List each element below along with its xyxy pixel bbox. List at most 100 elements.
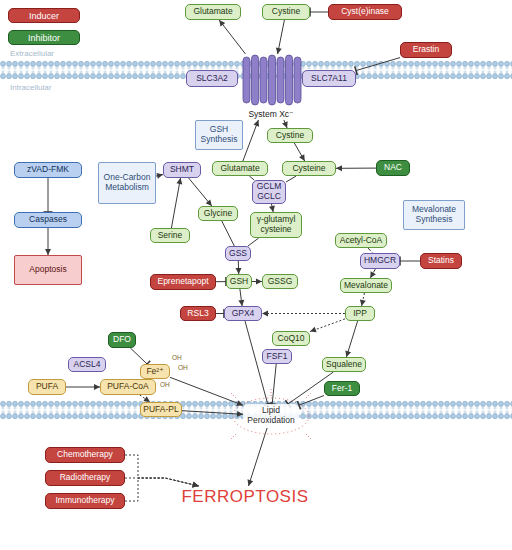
metabolite-box: CoQ10	[272, 331, 310, 346]
legend-swatch: Inducer	[8, 8, 80, 23]
arrow-connector	[156, 175, 163, 177]
arrow-connector	[278, 20, 285, 54]
inhibitor-box: Fer-1	[324, 381, 360, 396]
node-label: GSS	[229, 249, 247, 259]
node-label: SLC3A2	[196, 74, 228, 84]
inhibition-connector	[130, 348, 147, 364]
node-label: DFO	[113, 335, 131, 345]
arrow-connector	[346, 321, 357, 357]
process-text: Lipid Peroxidation	[243, 404, 299, 428]
metabolite-box: Serine	[150, 228, 190, 243]
metabolite-box: Cystine	[262, 4, 310, 20]
enzyme-box: GSS	[225, 246, 251, 261]
arrow-connector	[171, 178, 180, 228]
arrow-connector	[170, 377, 243, 405]
pathway-box: GSH Synthesis	[195, 120, 243, 150]
node-label: Acetyl-CoA	[340, 236, 383, 246]
inhibition-connector	[216, 313, 224, 314]
enzyme-box: SHMT	[163, 162, 201, 178]
inhibition-connector	[272, 364, 276, 404]
metabolite-box: Glutamate	[185, 4, 241, 20]
node-label: Caspases	[29, 215, 67, 225]
inducer-box: RSL3	[180, 306, 216, 321]
node-label: γ-glutamyl cysteine	[253, 215, 299, 234]
metabolite-box: Glycine	[198, 206, 238, 221]
inducer-box: Immunotherapy	[45, 493, 125, 509]
node-label: Immunotherapy	[55, 496, 114, 506]
arrow-connector	[222, 221, 235, 246]
metabolite-box: Squalene	[322, 357, 366, 372]
inducer-box: Eprenetapopt	[150, 274, 216, 290]
arrow-connector	[294, 143, 304, 161]
node-label: FERROPTOSIS	[181, 487, 308, 506]
node-label: Cyst(e)inase	[341, 7, 389, 17]
radical-label: OH	[172, 354, 182, 361]
node-label: GSH	[230, 277, 248, 287]
arrow-connector	[286, 176, 296, 182]
inhibition-connector	[310, 12, 328, 13]
node-label: System Xc⁻	[248, 110, 293, 120]
metabolite-box: Mevalonate	[340, 278, 392, 293]
node-label: Glycine	[204, 209, 232, 219]
apoptosis-factor-box: zVAD-FMK	[14, 162, 82, 178]
metabolite-box: Glutamate	[212, 161, 268, 176]
node-label: Serine	[158, 231, 183, 241]
transporter-symbol	[243, 55, 301, 105]
pathway-box: One-Carbon Metabolism	[98, 162, 156, 204]
inhibition-connector	[299, 396, 324, 406]
enzyme-box: GPX4	[224, 306, 262, 321]
node-label: Cystine	[272, 7, 300, 17]
enzyme-box: ACSL4	[68, 357, 106, 372]
arrow-connector	[125, 455, 199, 486]
node-label: ACSL4	[74, 360, 101, 370]
node-label: Fe²⁺	[146, 367, 163, 377]
node-label: Mevalonate	[344, 281, 388, 291]
arrow-connector	[284, 120, 287, 128]
arrow-connector	[66, 387, 100, 388]
outcome-text: FERROPTOSIS	[175, 486, 315, 508]
compartment-label: Intracellular	[10, 83, 51, 92]
arrow-connector	[240, 289, 242, 306]
inducer-box: Radiotherapy	[45, 470, 125, 486]
node-label: One-Carbon Metabolism	[101, 173, 153, 192]
node-label: Statins	[428, 256, 454, 266]
arrow-connector	[252, 281, 262, 282]
node-label: Erastin	[413, 45, 439, 55]
metabolite-box: GSSG	[262, 274, 298, 289]
inducer-box: Chemotherapy	[45, 447, 125, 463]
arrow-connector	[243, 120, 259, 161]
arrow-connector	[262, 313, 345, 314]
arrow-connector	[189, 178, 212, 206]
enzyme-box: SLC7A11	[302, 70, 356, 87]
arrow-connector	[249, 176, 254, 180]
enzyme-box: SLC3A2	[186, 70, 238, 87]
node-label: Cysteine	[292, 164, 325, 174]
arrow-connector	[219, 20, 245, 54]
node-label: Mevalonate Synthesis	[406, 205, 462, 224]
inhibition-connector	[48, 178, 49, 212]
node-label: SHMT	[170, 165, 194, 175]
node-label: Fer-1	[332, 384, 352, 394]
node-label: Squalene	[326, 360, 362, 370]
node-label: PUFA-PL	[143, 405, 178, 415]
node-label: PUFA	[36, 382, 58, 392]
radical-label: OH	[178, 364, 188, 371]
inhibition-connector	[216, 281, 226, 282]
metabolite-box: GSH	[226, 274, 252, 289]
arrow-connector	[238, 261, 239, 274]
node-label: FSF1	[267, 352, 288, 362]
inducer-box: Cyst(e)inase	[328, 4, 402, 20]
node-label: IPP	[353, 309, 367, 319]
node-label: zVAD-FMK	[27, 165, 69, 175]
arrow-connector	[370, 269, 375, 278]
metabolite-box: Cystine	[267, 128, 313, 143]
node-label: Glutamate	[193, 7, 232, 17]
node-label: GSH Synthesis	[198, 125, 240, 144]
node-label: HMGCR	[364, 256, 396, 266]
metabolite-box: Acetyl-CoA	[335, 233, 387, 248]
node-label: Apoptosis	[29, 265, 66, 275]
inhibitor-box: DFO	[108, 332, 136, 348]
node-label: RSL3	[187, 309, 208, 319]
